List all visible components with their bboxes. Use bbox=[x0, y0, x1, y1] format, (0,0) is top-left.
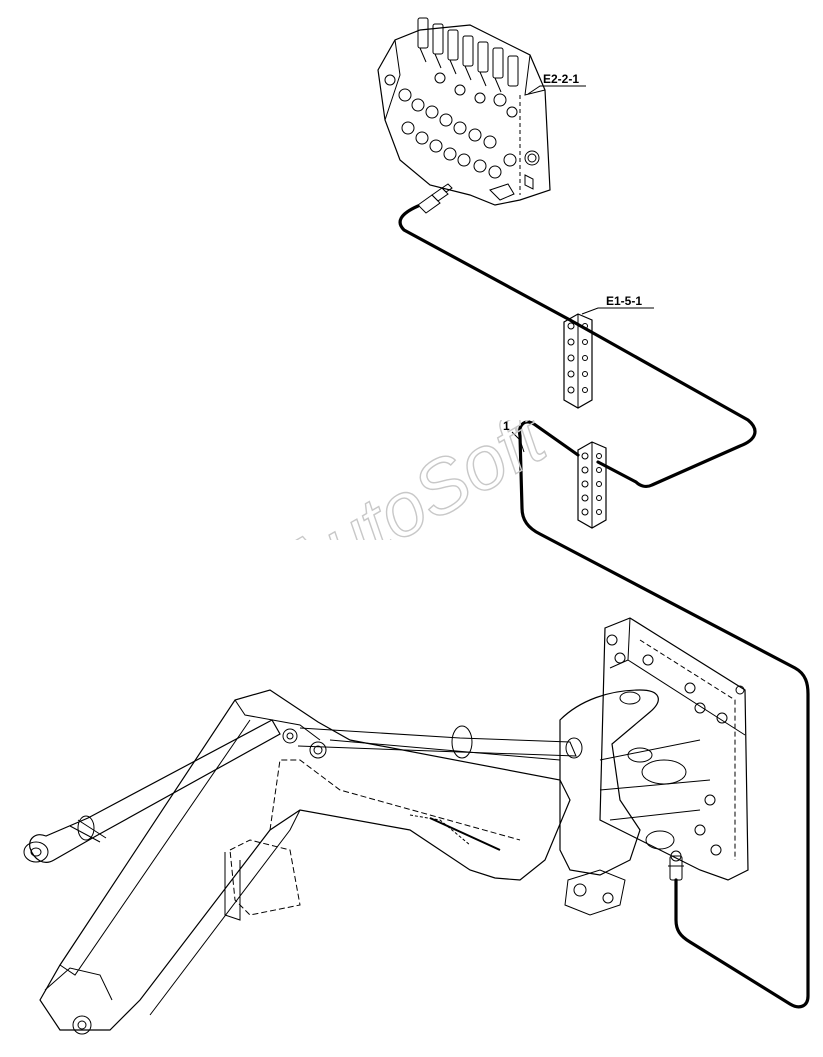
callout-e1-5-1: E1-5-1 bbox=[606, 294, 643, 308]
control-valve-block bbox=[377, 17, 586, 214]
loader-boom bbox=[39, 689, 571, 1035]
connector-block-lower bbox=[511, 431, 607, 529]
hydraulic-hose-return bbox=[518, 420, 810, 1009]
lift-cylinder bbox=[23, 719, 583, 863]
watermark: AutoSoft bbox=[260, 420, 562, 540]
connector-block-upper bbox=[563, 307, 654, 409]
hydraulic-hose-pressure bbox=[398, 204, 757, 489]
callout-e2-2-1: E2-2-1 bbox=[543, 72, 580, 86]
swing-bracket bbox=[559, 617, 749, 916]
watermark-text: AutoSoft bbox=[260, 420, 561, 540]
callout-item-1: 1 bbox=[503, 419, 510, 433]
